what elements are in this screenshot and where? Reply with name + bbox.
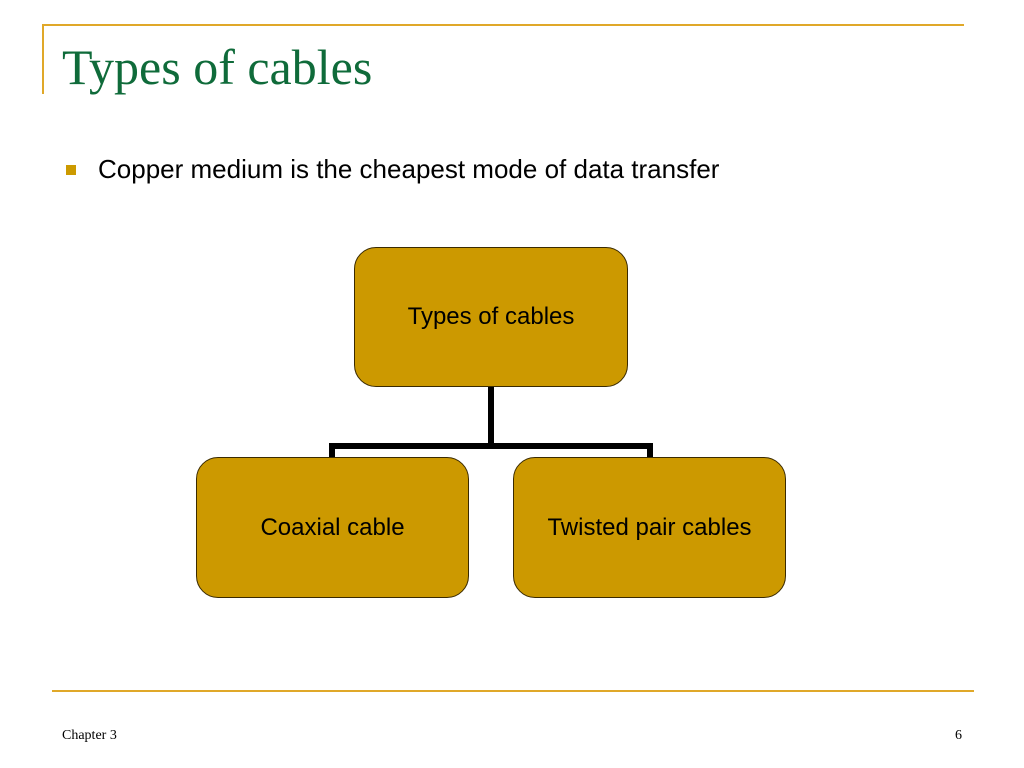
diagram-child-label: Coaxial cable xyxy=(260,513,405,541)
footer-divider xyxy=(52,690,974,692)
slide-title: Types of cables xyxy=(62,39,373,95)
bullet-item: Copper medium is the cheapest mode of da… xyxy=(66,154,719,185)
footer-chapter: Chapter 3 xyxy=(62,728,117,743)
diagram-child-box-twisted-pair: Twisted pair cables xyxy=(513,457,786,598)
diagram-child-box-coaxial: Coaxial cable xyxy=(196,457,469,598)
page-number: 6 xyxy=(955,728,962,743)
diagram-child-label: Twisted pair cables xyxy=(547,513,752,541)
left-frame-line xyxy=(42,24,44,94)
diagram-root-label: Types of cables xyxy=(407,303,575,330)
square-bullet-icon xyxy=(66,164,76,175)
diagram-root-box: Types of cables xyxy=(354,247,628,387)
bullet-text: Copper medium is the cheapest mode of da… xyxy=(98,154,720,184)
top-frame-line xyxy=(42,24,964,26)
